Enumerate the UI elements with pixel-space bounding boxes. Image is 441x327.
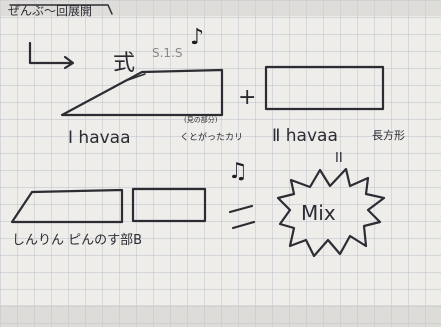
formula-label: 式 xyxy=(113,51,135,76)
top-note: ぜんぶ～回展開 xyxy=(8,4,92,18)
paper-shade-top xyxy=(0,0,441,16)
double-line-mark: II xyxy=(335,151,343,166)
shape-one-trapezoid xyxy=(60,68,224,117)
bottom-trapezoid xyxy=(10,188,124,224)
top-note-bracket xyxy=(9,4,113,15)
label-half-left: Ⅰ havaa xyxy=(68,128,131,148)
bottom-rectangle xyxy=(131,187,207,223)
equals-sign: = xyxy=(228,204,256,230)
label-half-right: Ⅱ havaa xyxy=(272,126,338,146)
bottom-caption: しんりん ピんのす部B xyxy=(12,233,142,248)
corner-arrow xyxy=(28,41,75,70)
label-half-left-small: (見の部分) xyxy=(184,115,218,124)
faint-label: S.1.S xyxy=(152,46,183,60)
label-half-right-note: 長方形 xyxy=(372,128,405,142)
shape-two-rectangle xyxy=(264,65,385,111)
mix-starburst: Mix xyxy=(276,167,386,258)
mix-label: Mix xyxy=(301,201,336,225)
paper-shade-bottom xyxy=(0,305,441,327)
label-half-left-ruby: くとがったカリ xyxy=(180,131,243,143)
double-note-icon: ♫ xyxy=(228,159,248,184)
plus-sign: + xyxy=(238,85,256,110)
music-note-icon: ♪ xyxy=(190,25,204,50)
